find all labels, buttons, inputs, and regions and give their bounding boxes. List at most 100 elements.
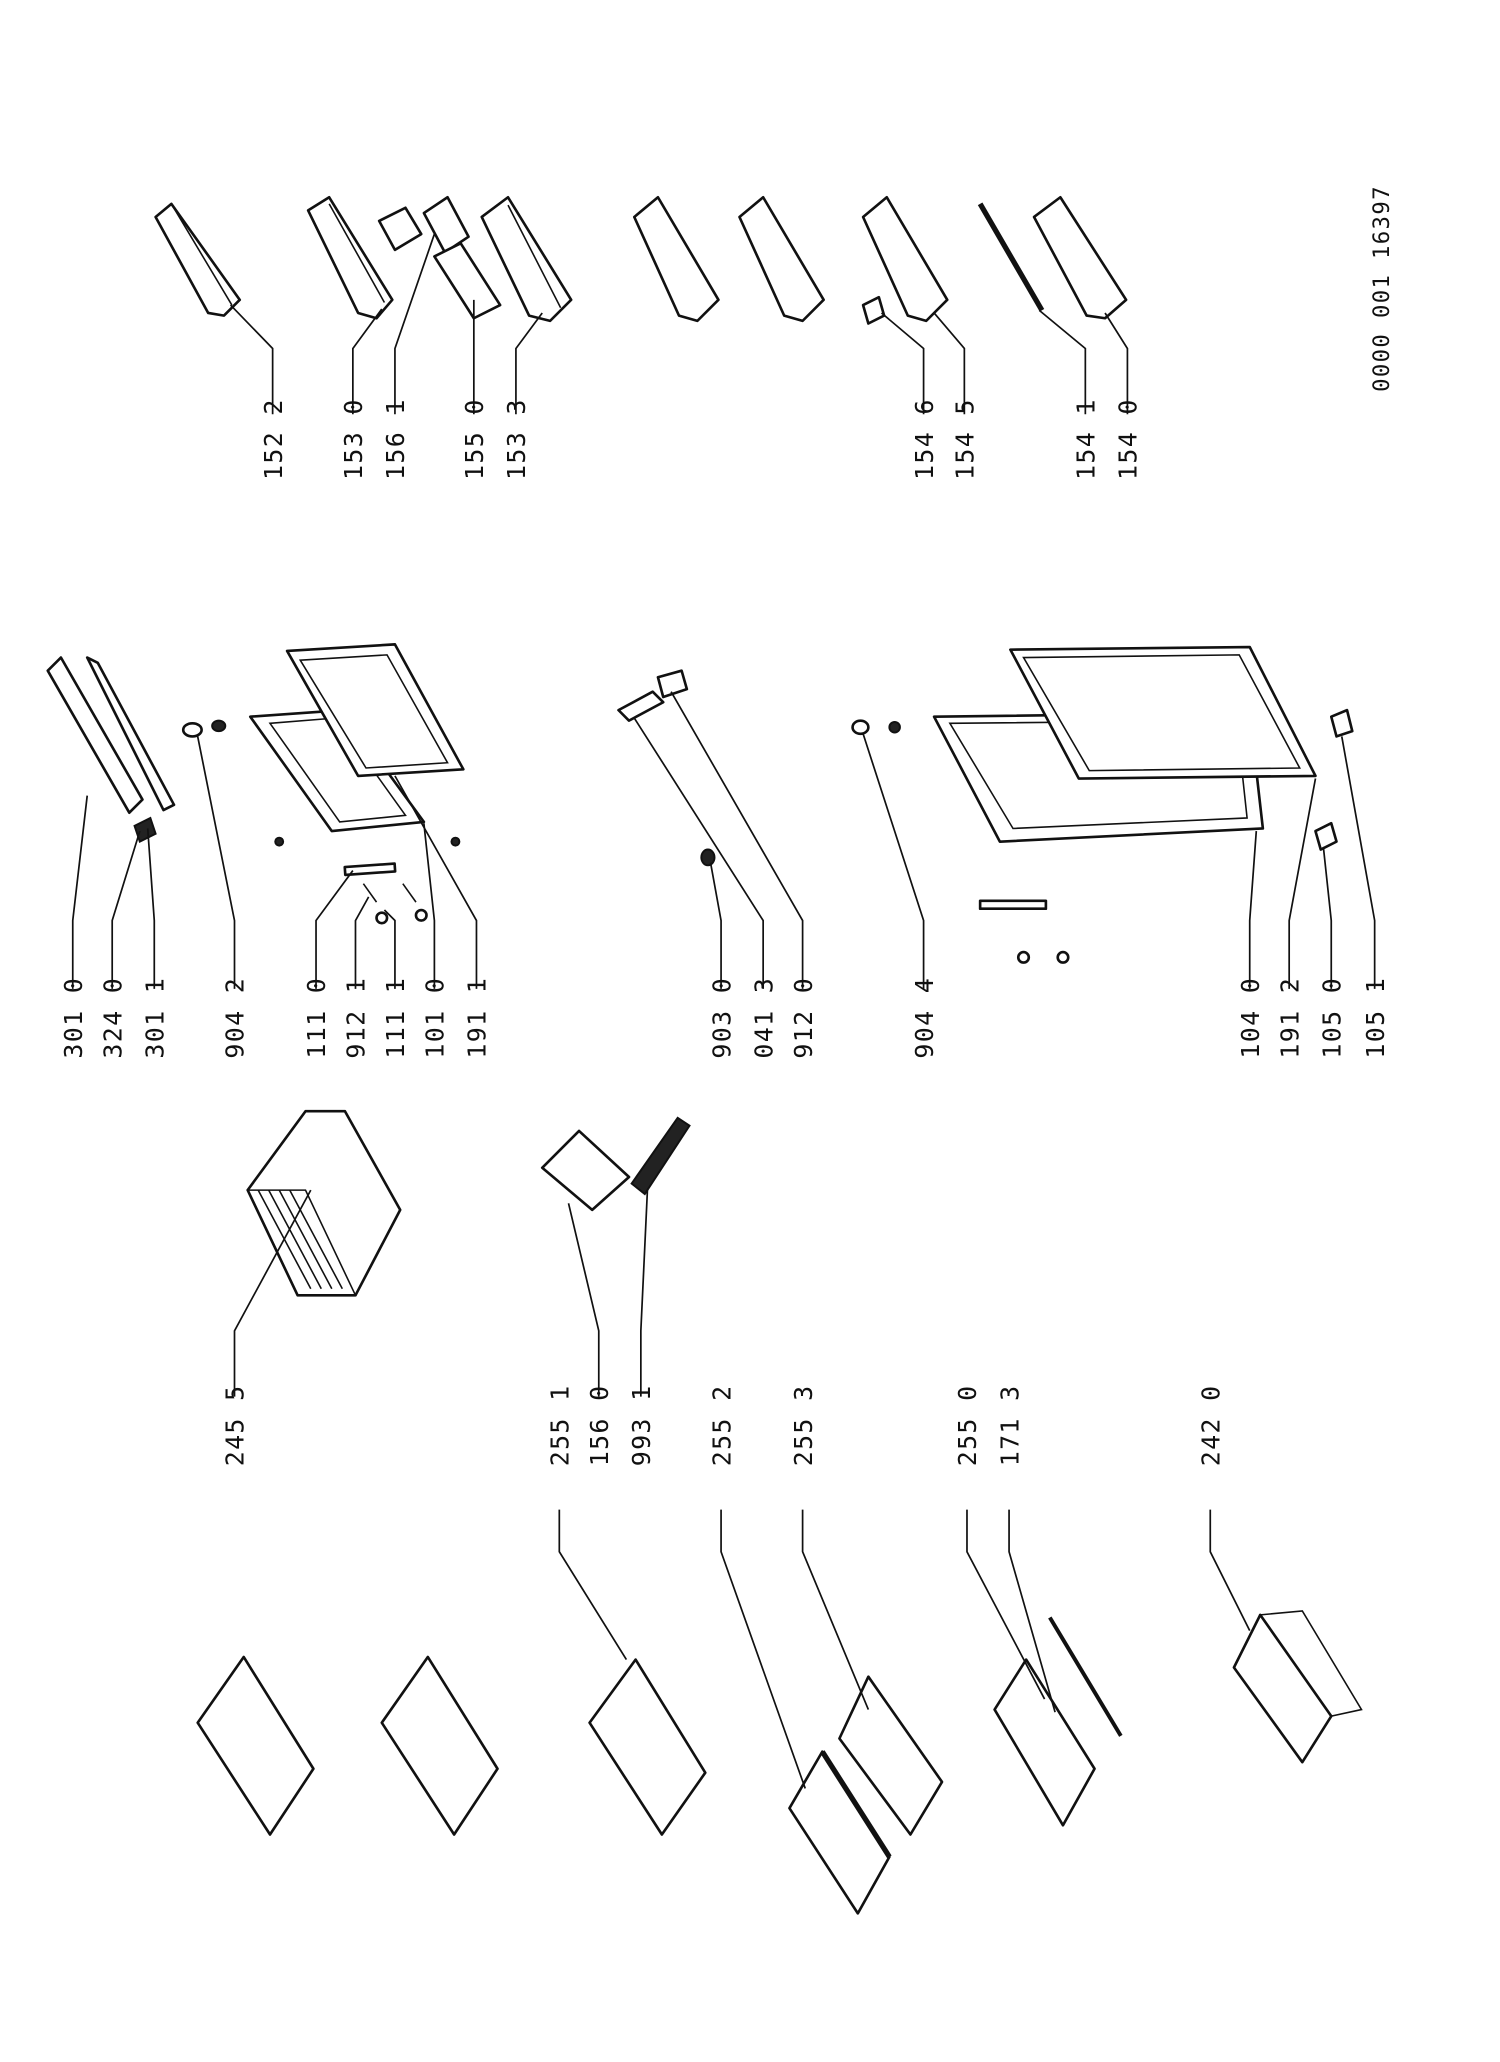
part-number-label: 912 0 [789, 977, 818, 1059]
leader-line [196, 736, 236, 989]
part-number-label: 111 0 [302, 977, 331, 1059]
callout-301-1: 301 1 [140, 828, 169, 1059]
part-number-label: 255 1 [546, 1385, 575, 1467]
callout-255-2: 255 2 [707, 1385, 807, 1789]
part-number-label: 105 1 [1361, 977, 1390, 1059]
leader-line [229, 304, 274, 415]
leader-line [146, 828, 156, 989]
callout-993-1: 993 1 [627, 1190, 656, 1466]
callout-255-1: 255 1 [546, 1385, 628, 1661]
leader-line [423, 823, 436, 989]
part-number-label: 255 0 [953, 1385, 982, 1467]
leader-line [558, 1509, 628, 1661]
leader-line [801, 1509, 870, 1710]
freezer-door-101-0 [248, 643, 465, 833]
callout-156-0: 156 0 [567, 1203, 614, 1467]
callout-255-0: 255 0 [953, 1385, 1046, 1700]
callout-104-0: 104 0 [1236, 831, 1265, 1059]
leader-line [639, 1190, 649, 1397]
drawing-code: 0000 001 16397 [1369, 185, 1395, 392]
part-number-label: 153 0 [339, 398, 368, 480]
door-bin-153-0 [306, 195, 394, 320]
part-number-label: 154 5 [951, 398, 980, 480]
callout-154-0: 154 0 [1104, 312, 1143, 480]
part-number-label: 153 3 [502, 398, 531, 480]
leader-line [1008, 1509, 1056, 1713]
part-number-label: 104 0 [1236, 977, 1265, 1059]
callout-041-3: 041 3 [633, 717, 778, 1059]
callout-904-2: 904 2 [196, 736, 250, 1059]
callout-245-5: 245 5 [221, 1189, 312, 1466]
part-number-label: 171 3 [995, 1385, 1024, 1467]
part-number-label: 324 0 [98, 977, 127, 1059]
leader-line [933, 312, 966, 415]
part-number-label: 904 4 [910, 977, 939, 1059]
callout-105-1: 105 1 [1340, 736, 1390, 1059]
leader-line [670, 691, 804, 989]
leader-line [1248, 831, 1258, 989]
shelf-1 [196, 1655, 315, 1836]
door-bin-154-0 [1032, 195, 1128, 320]
hinge-041-3 [617, 669, 716, 867]
shelf-255-3 [838, 1675, 944, 1836]
shelf-255-1 [588, 1658, 707, 1836]
callout-912-0: 912 0 [670, 691, 818, 1059]
leader-line [354, 896, 370, 989]
callout-324-0: 324 0 [98, 830, 141, 1059]
part-number-label: 105 0 [1317, 977, 1346, 1059]
callout-171-3: 171 3 [995, 1385, 1056, 1713]
callout-904-4: 904 4 [862, 733, 939, 1059]
callout-242-0: 242 0 [1196, 1385, 1251, 1632]
hinge-cap-904-2 [181, 719, 227, 738]
leader-line [315, 870, 354, 989]
callout-153-3: 153 3 [502, 312, 543, 480]
callout-101-0: 101 0 [421, 823, 450, 1059]
butter-lid-156-1 [377, 195, 470, 254]
egg-tray-155-0 [433, 241, 502, 320]
part-number-label: 101 0 [421, 977, 450, 1059]
ice-scraper-993-1 [630, 1116, 691, 1196]
leader-line [1038, 309, 1087, 415]
leader-line [1322, 846, 1333, 989]
leader-line [1288, 778, 1317, 989]
callout-155-0: 155 0 [460, 299, 489, 480]
leader-line [709, 862, 722, 989]
part-number-label: 191 1 [463, 977, 492, 1059]
leader-line [394, 775, 478, 989]
leader-line [1104, 312, 1129, 415]
part-number-label: 154 0 [1114, 398, 1143, 480]
part-number-label: 255 3 [789, 1385, 818, 1467]
callout-153-0: 153 0 [339, 308, 383, 480]
ice-tray-156-0 [540, 1129, 631, 1212]
callout-191-1: 191 1 [394, 775, 492, 1059]
bottle-retainer-154-1 [977, 202, 1045, 312]
leader-line [111, 830, 141, 989]
part-number-label: 156 0 [585, 1385, 614, 1467]
part-number-label: 111 1 [381, 977, 410, 1059]
part-number-label: 242 0 [1196, 1385, 1225, 1467]
part-number-label: 904 2 [221, 977, 250, 1059]
callout-156-1: 156 1 [381, 233, 436, 480]
callout-154-6: 154 6 [880, 312, 939, 480]
part-number-label: 041 3 [749, 977, 778, 1059]
callout-912-1: 912 1 [342, 896, 371, 1059]
leader-line [233, 1189, 312, 1397]
callout-105-0: 105 0 [1317, 846, 1346, 1059]
part-number-label: 301 1 [140, 977, 169, 1059]
shelf-255-2 [788, 1750, 892, 1915]
leader-line [1340, 736, 1376, 989]
leader-line [720, 1509, 807, 1789]
door-bin-154-5 [861, 195, 949, 325]
part-number-label: 152 2 [259, 398, 288, 480]
part-number-label: 912 1 [342, 977, 371, 1059]
shelf-255-0 [993, 1616, 1123, 1827]
fridge-door-104-0 [851, 645, 1354, 964]
part-number-label: 154 1 [1072, 398, 1101, 480]
screws-912-1 [274, 836, 461, 925]
callout-191-2: 191 2 [1275, 778, 1317, 1059]
shelf-2 [380, 1655, 499, 1836]
crisper-242-0 [1232, 1610, 1363, 1764]
leader-line [351, 308, 383, 415]
door-bin-154-x-1 [632, 195, 720, 323]
callout-152-2: 152 2 [229, 304, 288, 480]
